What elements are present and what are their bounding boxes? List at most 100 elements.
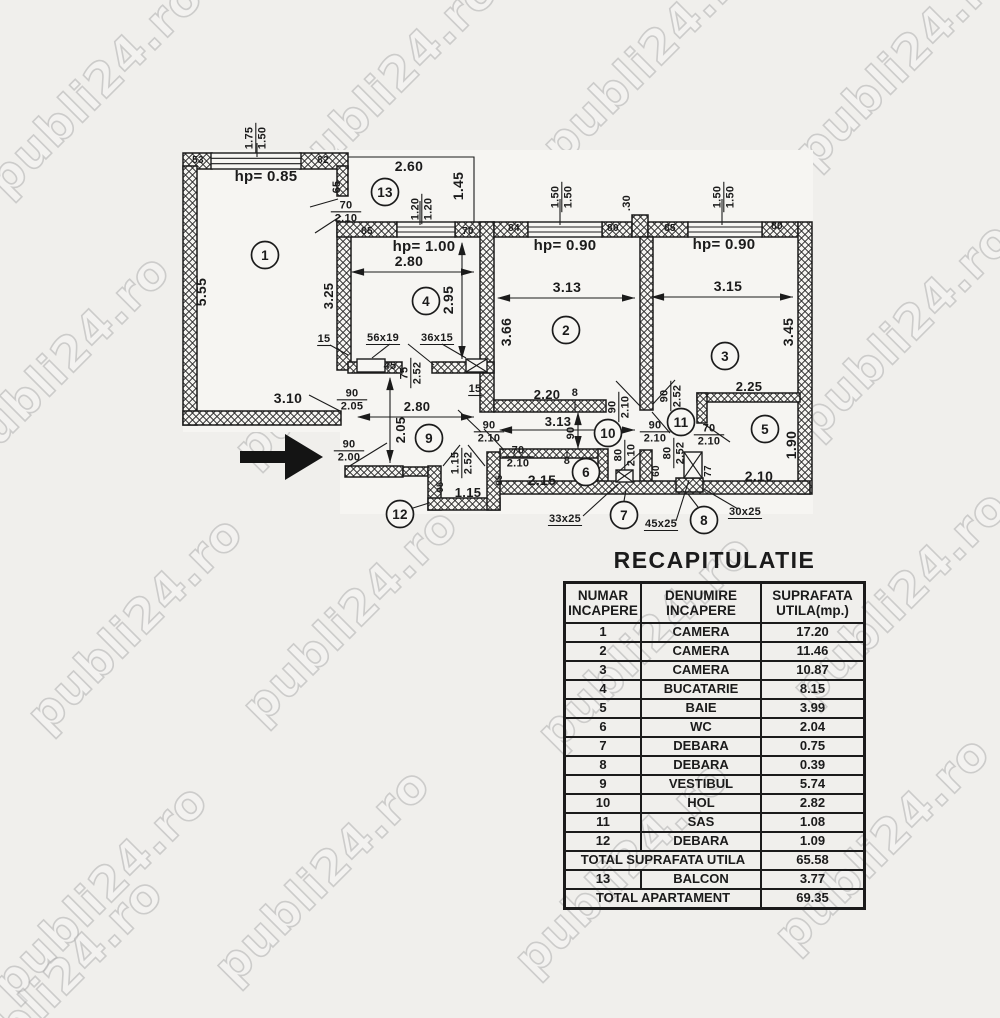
svg-text:2.25: 2.25 bbox=[736, 379, 763, 394]
dim-label: 3.66 bbox=[498, 318, 514, 346]
table-cell: BALCON bbox=[640, 869, 762, 890]
svg-text:70: 70 bbox=[340, 200, 353, 212]
dim-label: 3.25 bbox=[321, 283, 336, 310]
dim-label: 65 bbox=[331, 181, 343, 194]
svg-text:15: 15 bbox=[469, 383, 482, 395]
table-cell: 8.15 bbox=[760, 679, 866, 700]
svg-text:2.10: 2.10 bbox=[335, 213, 358, 225]
dim-label: 95 bbox=[435, 482, 445, 493]
dim-label: 84 bbox=[508, 223, 520, 234]
svg-text:45: 45 bbox=[384, 360, 397, 372]
svg-text:75: 75 bbox=[399, 367, 411, 380]
room-circle-5: 5 bbox=[750, 414, 780, 444]
dim-label: 3.10 bbox=[274, 390, 302, 406]
svg-text:1.20: 1.20 bbox=[423, 198, 435, 221]
svg-text:84: 84 bbox=[508, 223, 520, 234]
table-cell: 5 bbox=[563, 698, 642, 719]
svg-text:2.20: 2.20 bbox=[534, 387, 561, 402]
dim-label: 80 bbox=[771, 221, 783, 232]
svg-text:2.00: 2.00 bbox=[338, 452, 361, 464]
table-cell: DEBARA bbox=[640, 755, 762, 776]
svg-text:2.95: 2.95 bbox=[440, 286, 456, 314]
table-cell: CAMERA bbox=[640, 641, 762, 662]
svg-text:1.45: 1.45 bbox=[450, 172, 466, 200]
dim-label: 45 bbox=[384, 360, 397, 372]
svg-text:hp= 1.00: hp= 1.00 bbox=[393, 238, 456, 255]
dim-label: 45x25 bbox=[643, 518, 679, 532]
table-cell: CAMERA bbox=[640, 622, 762, 643]
svg-text:1.90: 1.90 bbox=[783, 431, 799, 459]
svg-text:3.10: 3.10 bbox=[274, 390, 302, 406]
svg-text:70: 70 bbox=[703, 423, 716, 435]
svg-text:10: 10 bbox=[600, 426, 616, 441]
window-room3 bbox=[687, 221, 763, 238]
dim-label: 90 bbox=[565, 427, 577, 440]
recap-title: RECAPITULATIE bbox=[613, 547, 816, 573]
svg-text:2.60: 2.60 bbox=[395, 158, 423, 174]
window-room2 bbox=[527, 221, 603, 238]
svg-text:3.13: 3.13 bbox=[553, 279, 581, 295]
svg-text:8: 8 bbox=[564, 455, 570, 467]
svg-text:2.15: 2.15 bbox=[528, 472, 556, 488]
opening-size-label: 702.10 bbox=[502, 445, 534, 470]
dim-label: 3.45 bbox=[780, 318, 796, 346]
room-circle-12: 12 bbox=[385, 499, 415, 529]
svg-text:1.75: 1.75 bbox=[244, 127, 256, 150]
svg-text:90: 90 bbox=[343, 439, 356, 451]
dim-label: 1.90 bbox=[783, 431, 799, 459]
dim-label: 56x19 bbox=[365, 332, 401, 346]
table-total-label: TOTAL APARTAMENT bbox=[563, 888, 762, 910]
table-cell: 2.82 bbox=[760, 793, 866, 814]
svg-text:77: 77 bbox=[703, 465, 714, 477]
room-circle-4: 4 bbox=[411, 286, 441, 316]
table-total-value: 69.35 bbox=[760, 888, 866, 910]
table-cell: SAS bbox=[640, 812, 762, 833]
table-cell: 6 bbox=[563, 717, 642, 738]
svg-text:7: 7 bbox=[620, 508, 628, 523]
svg-text:65: 65 bbox=[331, 181, 343, 194]
svg-text:2.52: 2.52 bbox=[672, 385, 684, 408]
table-cell: 11 bbox=[563, 812, 642, 833]
recap-column-header: DENUMIRE INCAPERE bbox=[640, 581, 762, 624]
dim-label: hp= 0.85 bbox=[235, 168, 298, 185]
room-circle-8: 8 bbox=[689, 505, 719, 535]
dim-label: 5.55 bbox=[193, 278, 209, 306]
dim-label: 1.15 bbox=[455, 485, 481, 500]
dim-label: 2.80 bbox=[404, 399, 430, 414]
svg-text:9: 9 bbox=[425, 431, 433, 446]
room-circle-13: 13 bbox=[370, 177, 400, 207]
recap-column-header: NUMAR INCAPERE bbox=[563, 581, 642, 624]
dim-label: 30x25 bbox=[727, 506, 763, 520]
svg-text:2.10: 2.10 bbox=[478, 433, 501, 445]
svg-text:2.05: 2.05 bbox=[393, 417, 408, 444]
dim-label: 60 bbox=[651, 465, 662, 477]
svg-text:90: 90 bbox=[565, 427, 577, 440]
room-circle-6: 6 bbox=[571, 457, 601, 487]
svg-text:1: 1 bbox=[261, 248, 269, 263]
dim-label: 2.25 bbox=[736, 379, 763, 394]
table-cell: 12 bbox=[563, 831, 642, 852]
svg-text:8: 8 bbox=[572, 387, 578, 399]
svg-text:80: 80 bbox=[607, 223, 619, 234]
svg-text:2.52: 2.52 bbox=[463, 452, 475, 475]
balcony-outline bbox=[348, 156, 475, 222]
svg-text:2.10: 2.10 bbox=[507, 458, 530, 470]
room-circle-7: 7 bbox=[609, 500, 639, 530]
svg-text:90: 90 bbox=[649, 420, 662, 432]
svg-text:hp= 0.85: hp= 0.85 bbox=[235, 168, 298, 185]
svg-text:1.50: 1.50 bbox=[725, 186, 737, 209]
table-total-value: 65.58 bbox=[760, 850, 866, 871]
